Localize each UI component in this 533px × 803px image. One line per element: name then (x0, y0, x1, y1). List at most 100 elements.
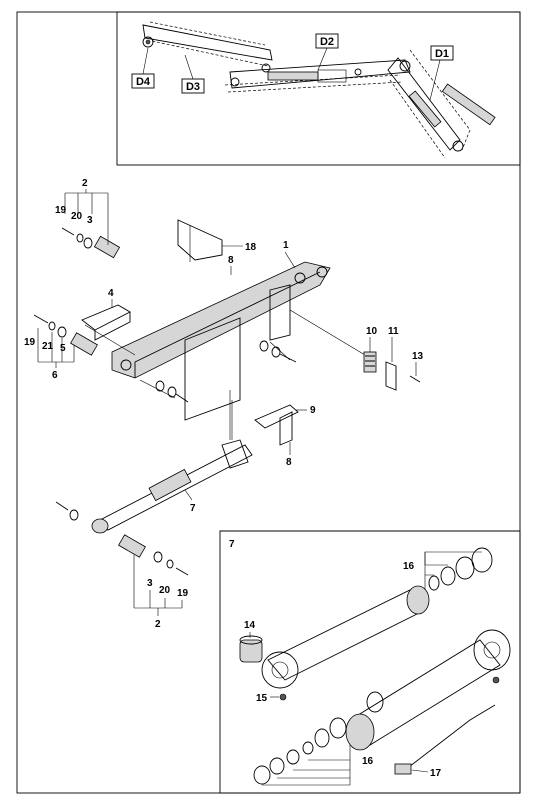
screw-13 (409, 375, 421, 383)
upper-link-ghost (149, 21, 269, 67)
upper-link-arm (142, 24, 273, 61)
label-9: 9 (310, 405, 316, 416)
seal-ring-b4 (302, 741, 314, 755)
mid-bracket (317, 69, 347, 83)
label-d4: D4 (136, 76, 151, 88)
piston-head (406, 585, 430, 615)
label-box-d1 (430, 45, 454, 61)
barrel-grease-nipple (492, 676, 500, 684)
pivot-lower-left (230, 77, 240, 87)
leader-2-bottom (133, 555, 183, 616)
spring-coils (365, 355, 375, 367)
nut-bolt-2 (271, 346, 281, 358)
nut-top (76, 233, 84, 243)
grease-nipple-15 (279, 693, 287, 701)
center-plate (184, 317, 241, 421)
main-beam-edge (134, 271, 321, 378)
bushing-top (93, 235, 121, 259)
label-21: 21 (42, 341, 54, 352)
hose-fitting (394, 763, 412, 775)
label-19-left: 19 (24, 337, 36, 348)
seal-ring-b5 (314, 728, 330, 748)
rod-eye-hole (271, 661, 289, 679)
top-inset-frame (116, 11, 521, 166)
leader-d4 (142, 47, 149, 75)
label-7-inset: 7 (229, 539, 235, 550)
seal-ring-b1 (253, 765, 271, 785)
top-inset-group: D2 D1 D3 D4 (116, 11, 521, 166)
washer-left (57, 326, 67, 338)
label-8-mid: 8 (286, 457, 292, 468)
seal-ring-1 (471, 547, 493, 573)
outer-frame (16, 11, 521, 794)
bolt-beam (175, 393, 189, 403)
washer-top (83, 237, 93, 249)
seal-ring-2 (455, 556, 475, 580)
seal-ring-b3 (286, 749, 300, 765)
leader-2-top (64, 189, 109, 245)
seal-ring-b2 (269, 757, 285, 775)
bottom-inset-frame (219, 530, 521, 794)
nut-left (48, 321, 56, 331)
label-3-bottom: 3 (147, 578, 153, 589)
label-10: 10 (366, 326, 378, 337)
label-2-bottom: 2 (155, 619, 161, 630)
barrel-eye (473, 629, 511, 671)
axis-left (84, 324, 136, 356)
label-4: 4 (108, 288, 114, 299)
main-beam-plate (269, 284, 291, 341)
label-17: 17 (430, 768, 442, 779)
label-11: 11 (388, 326, 399, 337)
label-d1: D1 (435, 48, 449, 60)
nut-beam-2 (167, 386, 177, 398)
bracket-9 (254, 404, 299, 429)
cylinder-7-head (221, 439, 249, 469)
label-20-top: 20 (71, 211, 83, 222)
cylinder-7-barrel (148, 468, 192, 502)
label-1: 1 (283, 240, 289, 251)
spring-10 (363, 351, 377, 373)
leader-6 (37, 328, 75, 368)
label-7-main: 7 (190, 503, 196, 514)
nut-cyl (69, 509, 79, 521)
beam-hole-right (294, 272, 306, 284)
label-16-top: 16 (403, 561, 415, 572)
label-3-top: 3 (87, 215, 93, 226)
label-16-bottom: 16 (362, 756, 374, 767)
beam-hole-right-2 (316, 266, 328, 278)
main-assembly-group: 1 2 19 20 3 18 8 4 19 21 5 6 10 11 13 9 … (24, 178, 424, 630)
label-8-top: 8 (228, 255, 234, 266)
leader-17 (411, 769, 429, 773)
pivot-low (452, 140, 464, 152)
leader-1 (284, 251, 296, 269)
label-19-top: 19 (55, 205, 67, 216)
pivot-left (142, 36, 154, 48)
bolt-cyl (55, 501, 69, 511)
mid-cylinder (267, 71, 319, 81)
gland-nut (366, 691, 384, 713)
washer-bottom (153, 551, 163, 563)
label-13: 13 (412, 351, 424, 362)
label-d3: D3 (186, 81, 200, 93)
rod-eye (261, 651, 299, 689)
right-link-arm (387, 57, 461, 151)
bushing-bottom (118, 534, 146, 558)
right-cylinder-2 (408, 90, 442, 128)
axis-right (289, 309, 366, 356)
pivot-mid (261, 63, 271, 73)
pivot-small (354, 68, 362, 76)
bracket-4 (81, 304, 131, 331)
bracket-18 (177, 219, 223, 261)
nut-bottom (166, 559, 174, 569)
seal-ring-4 (428, 575, 440, 591)
bolt-right (279, 353, 297, 363)
seal-ring-b6 (329, 717, 347, 739)
bushing-left (70, 332, 98, 356)
bushing-14 (239, 639, 263, 663)
label-20-bottom: 20 (159, 585, 171, 596)
leader-7-main (184, 489, 193, 501)
bushing-14-top (239, 635, 263, 645)
leader-d1 (429, 59, 441, 101)
bracket-4-side (94, 312, 131, 341)
leader-d3 (184, 54, 194, 80)
